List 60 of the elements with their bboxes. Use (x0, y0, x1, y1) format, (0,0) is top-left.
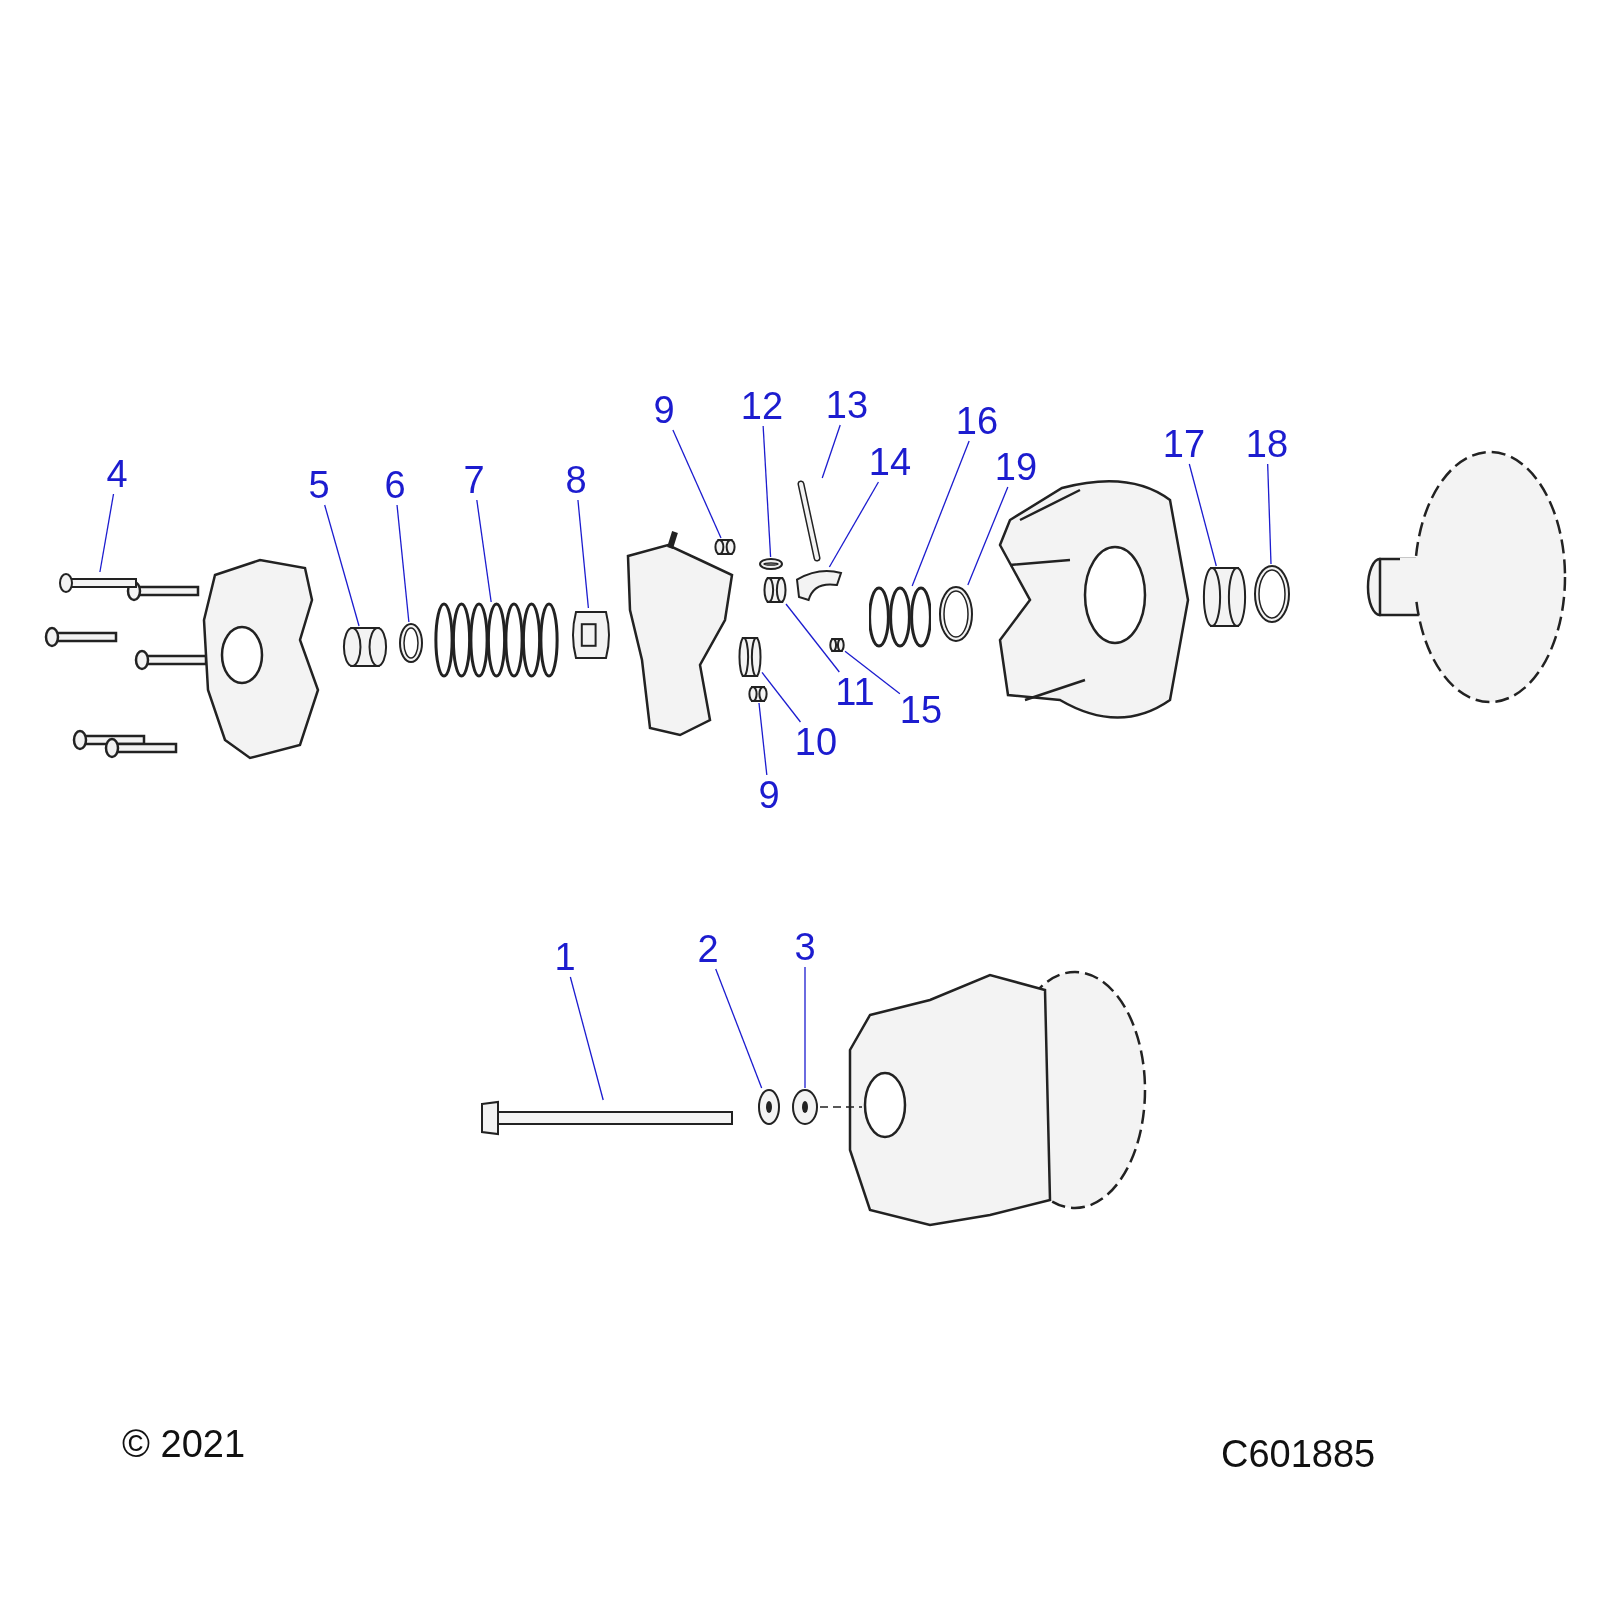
leader-line (569, 976, 604, 1101)
callout-number: 1 (554, 937, 576, 977)
leader-line (761, 671, 802, 723)
bolt-part (58, 572, 138, 594)
leader-line (828, 481, 880, 568)
leader-line (804, 966, 806, 1089)
ring-part (758, 557, 784, 571)
roller-part (829, 637, 845, 653)
callout-number: 9 (758, 775, 780, 815)
roller-part (748, 685, 768, 703)
bushing-part (342, 626, 388, 668)
leader-line (396, 504, 410, 623)
bushing-part (1202, 566, 1247, 628)
longbolt-part (480, 1100, 736, 1136)
roller-part (763, 576, 787, 604)
leader-line (99, 493, 115, 573)
callout-number: 3 (794, 927, 816, 967)
callout-number: 5 (308, 465, 330, 505)
washer-part (791, 1088, 819, 1126)
callout-number: 12 (740, 386, 784, 426)
leader-line (844, 650, 901, 695)
leader-line (324, 504, 360, 627)
leader-line (715, 968, 763, 1089)
roller-part (714, 538, 736, 556)
leader-line (911, 440, 970, 587)
leader-line (1267, 463, 1272, 565)
leader-line (758, 702, 768, 776)
leader-line (672, 429, 722, 539)
callout-number: 6 (384, 465, 406, 505)
callout-number: 17 (1162, 424, 1206, 464)
callout-number: 8 (565, 460, 587, 500)
leader-line (1188, 463, 1217, 567)
callout-number: 2 (697, 929, 719, 969)
copyright-note: © 2021 (122, 1422, 246, 1466)
callout-number: 4 (106, 454, 128, 494)
callout-number: 9 (653, 390, 675, 430)
callout-number: 10 (794, 722, 838, 762)
callout-number: 15 (899, 690, 943, 730)
leader-line (762, 425, 772, 558)
drawing-number: C601885 (1221, 1432, 1376, 1476)
leader-line (577, 499, 590, 609)
roller-part (738, 636, 762, 678)
callout-number: 7 (463, 460, 485, 500)
callout-number: 18 (1245, 424, 1289, 464)
spring-part (434, 602, 559, 678)
ring-part (938, 585, 974, 643)
callout-number: 14 (868, 442, 912, 482)
callout-number: 13 (825, 385, 869, 425)
washer-part (757, 1088, 781, 1126)
callout-number: 19 (994, 447, 1038, 487)
leader-line (821, 424, 841, 479)
ring-part (1253, 564, 1291, 624)
weight-part (793, 567, 845, 603)
callout-number: 11 (835, 672, 875, 712)
ring-part (398, 622, 424, 664)
spring-part (869, 586, 931, 648)
leader-line (476, 499, 492, 603)
leader-line (967, 486, 1009, 586)
callout-number: 16 (955, 401, 999, 441)
leader-line (785, 603, 840, 673)
